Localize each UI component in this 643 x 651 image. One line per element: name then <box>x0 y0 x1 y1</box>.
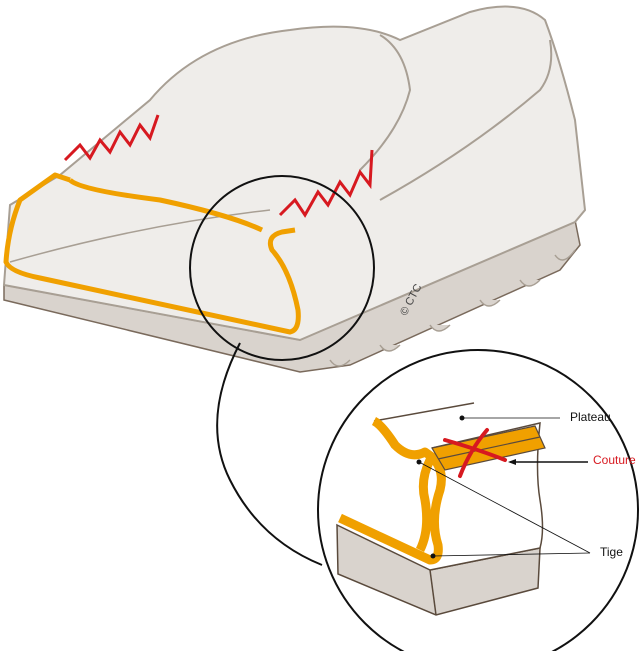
detail-stitch <box>443 428 507 478</box>
collar <box>379 39 553 201</box>
zoom-area-circle <box>189 175 375 361</box>
lining-edge <box>3 172 301 335</box>
sole-cleats <box>329 249 576 367</box>
connector-line <box>216 342 323 566</box>
label-couture: Couture <box>593 453 636 467</box>
shoe-upper <box>2 5 587 342</box>
label-tige: Tige <box>600 545 623 559</box>
tongue-fold <box>359 34 412 171</box>
stitching-side <box>278 149 374 218</box>
label-plateau: Plateau <box>570 410 611 424</box>
stitching-top <box>63 114 160 162</box>
toe-line <box>9 209 271 263</box>
detail-tige <box>338 416 446 565</box>
detail-top-layer <box>431 425 546 471</box>
